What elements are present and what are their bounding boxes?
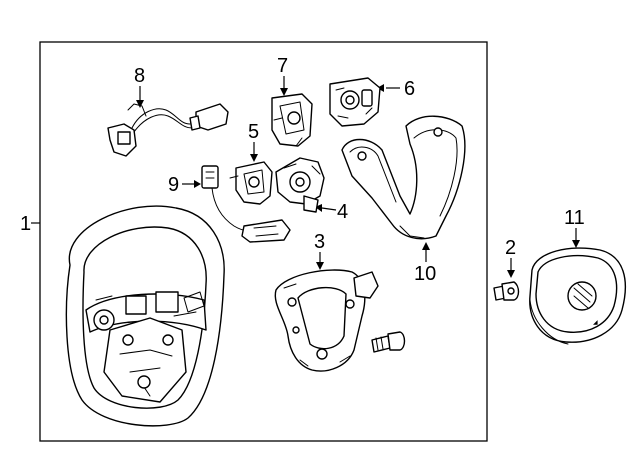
callout-5[interactable]: 5: [248, 121, 259, 162]
callout-8[interactable]: 8: [134, 65, 145, 108]
assembly-frame: [39, 41, 488, 442]
callout-3[interactable]: 3: [314, 231, 325, 270]
callout-2[interactable]: 2: [505, 237, 516, 278]
callout-11[interactable]: 11: [564, 207, 585, 248]
switch-module-icon[interactable]: [275, 157, 325, 213]
steering-wheel-assembly-icon[interactable]: [65, 205, 225, 427]
callout-4[interactable]: 4: [315, 201, 348, 223]
wiring-harness-icon[interactable]: [201, 165, 291, 243]
callout-5-label: 5: [248, 121, 259, 143]
callout-8-label: 8: [134, 65, 145, 87]
callout-2-label: 2: [505, 237, 516, 259]
callout-3-label: 3: [314, 231, 325, 253]
callout-11-label: 11: [564, 207, 585, 229]
callout-9-label: 9: [168, 174, 179, 196]
wiring-harness-icon[interactable]: [107, 103, 229, 157]
callout-6[interactable]: 6: [377, 78, 415, 100]
airbag-module-icon[interactable]: ◢: [529, 247, 626, 345]
callout-4-label: 4: [337, 201, 348, 223]
callout-7-label: 7: [277, 55, 288, 77]
airbag-mark-icon: ◢: [593, 320, 598, 326]
callout-10-label: 10: [414, 263, 436, 285]
callout-6-label: 6: [404, 78, 415, 100]
switch-bracket-icon[interactable]: [229, 161, 273, 205]
switch-bracket-icon[interactable]: [271, 93, 313, 147]
callout-7[interactable]: 7: [277, 55, 288, 96]
callout-4-leader: [321, 207, 337, 211]
bolt-icon[interactable]: [371, 331, 406, 353]
bolt-icon[interactable]: [493, 281, 520, 301]
callout-1[interactable]: 1: [20, 213, 40, 235]
callout-1-label: 1: [20, 213, 31, 235]
callout-10[interactable]: 10: [414, 242, 436, 285]
callout-9[interactable]: 9: [168, 174, 201, 196]
trim-cover-icon[interactable]: [341, 115, 466, 240]
steering-wheel-frame-icon[interactable]: [274, 269, 379, 372]
control-switch-icon[interactable]: [329, 77, 381, 127]
